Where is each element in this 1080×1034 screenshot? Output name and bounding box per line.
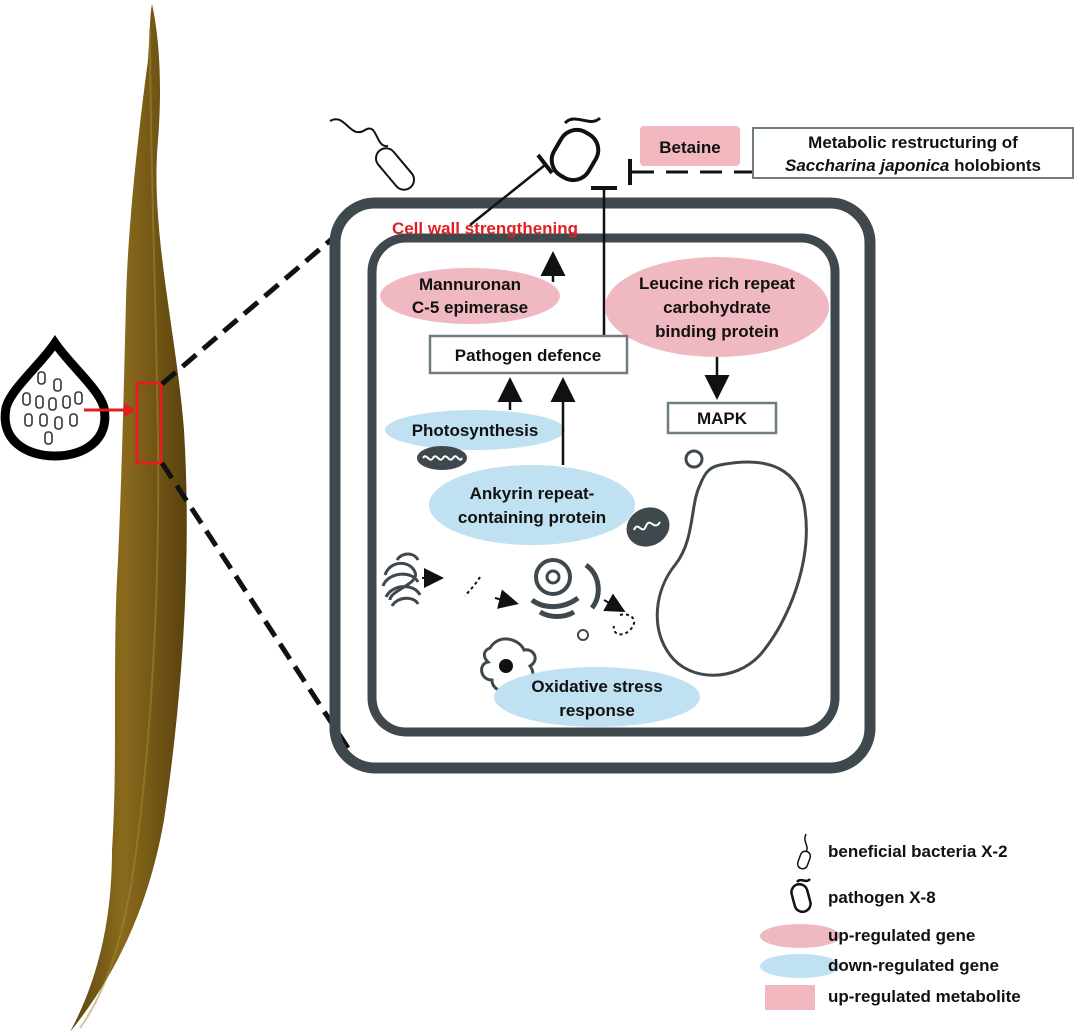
lrr-label-1: Leucine rich repeat	[639, 274, 795, 293]
lrr-ellipse	[605, 257, 829, 357]
legend-up-metabolite-swatch	[765, 985, 815, 1010]
metabolic-restructuring-box: Metabolic restructuring of Saccharina ja…	[752, 127, 1074, 179]
legend-pathogen-icon	[790, 878, 812, 914]
vesicle-trail-2	[612, 613, 636, 636]
legend-up-gene-swatch	[760, 924, 840, 948]
metabolic-line-2-rest: holobionts	[954, 156, 1041, 175]
metabolic-line-1: Metabolic restructuring of	[808, 133, 1018, 152]
cellwall-inhibit-line	[469, 164, 546, 226]
sample-region-highlight	[135, 381, 163, 465]
kelp-blade	[70, 4, 187, 1032]
golgi-icon	[530, 558, 601, 619]
endoplasmic-reticulum-icon	[381, 552, 422, 607]
mapk-box	[666, 401, 778, 435]
mapk-label: MAPK	[697, 409, 748, 428]
oxidative-label-2: response	[559, 701, 635, 720]
legend-pathogen-label: pathogen X-8	[828, 888, 936, 907]
ankyrin-label-1: Ankyrin repeat-	[470, 484, 595, 503]
legend-down-gene-label: down-regulated gene	[828, 956, 999, 975]
beneficial-bacterium-icon	[329, 118, 415, 191]
zoom-line-top	[160, 230, 342, 386]
pathogen-icon	[549, 116, 602, 183]
cellwall-inhibit-bar	[536, 153, 554, 175]
photosynthesis-ellipse	[385, 410, 565, 450]
er-golgi-arrow	[494, 589, 519, 609]
betaine-box	[640, 126, 740, 166]
golgi-arrow	[603, 593, 626, 612]
pathogen-defence-label: Pathogen defence	[455, 346, 601, 365]
betaine-label: Betaine	[659, 138, 720, 157]
metabolic-line-2: Saccharina japonica holobionts	[754, 154, 1072, 177]
vesicle-trail-1	[464, 576, 481, 597]
legend-beneficial-bacteria-icon	[796, 833, 812, 870]
metabolic-species-name: Saccharina japonica	[784, 156, 950, 175]
drop-to-kelp-arrowhead	[124, 403, 136, 417]
legend-beneficial-bacteria-label: beneficial bacteria X-2	[828, 842, 1008, 861]
legend-up-metabolite-label: up-regulated metabolite	[828, 987, 1021, 1006]
legend-up-gene-label: up-regulated gene	[828, 926, 976, 945]
small-vesicle-icon	[577, 629, 589, 641]
mannuronan-label-1: Mannuronan	[419, 275, 521, 294]
bacteria-cluster-icon	[22, 371, 83, 445]
kelp-midrib	[79, 29, 160, 1029]
mannuronan-label-2: C-5 epimerase	[412, 298, 528, 317]
mannuronan-ellipse	[380, 268, 560, 324]
chloroplast-icon	[417, 446, 467, 470]
legend-down-gene-swatch	[760, 954, 840, 978]
lrr-label-2: carbohydrate	[663, 298, 771, 317]
mitochondrion-icon	[626, 507, 670, 547]
pathogen-defence-box	[428, 334, 629, 375]
cell-wall	[329, 197, 876, 774]
zoom-line-bottom	[159, 461, 351, 750]
vesicle-icon	[684, 449, 704, 469]
oxidative-stress-ellipse	[494, 667, 700, 727]
oxidative-label-1: Oxidative stress	[531, 677, 662, 696]
photosynthesis-label: Photosynthesis	[412, 421, 539, 440]
ankyrin-label-2: containing protein	[458, 508, 606, 527]
cell-wall-strengthening-label: Cell wall strengthening	[392, 219, 578, 238]
ankyrin-ellipse	[429, 465, 635, 545]
vacuole	[655, 460, 808, 677]
lrr-label-3: binding protein	[655, 322, 779, 341]
